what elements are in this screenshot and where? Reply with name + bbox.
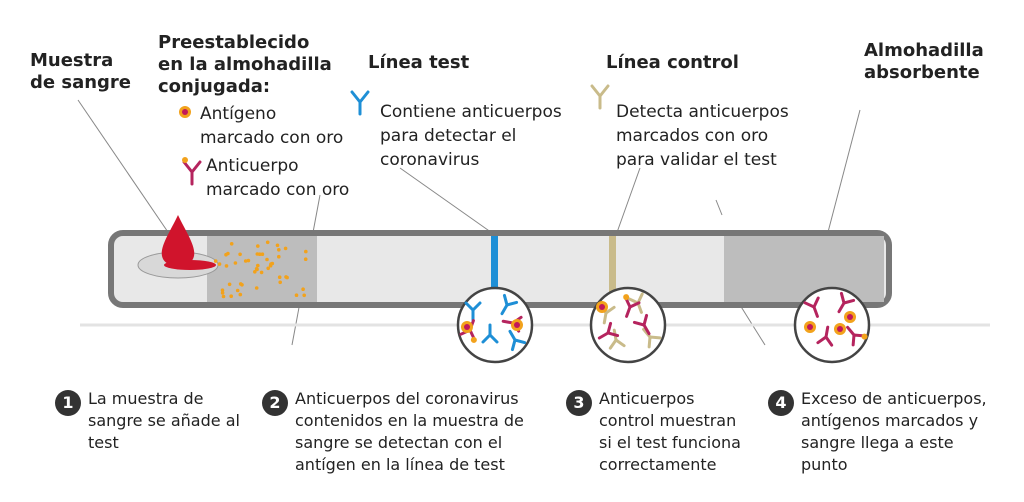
antibody-label: Anticuerpo marcado con oro	[206, 156, 350, 200]
antigen-dot	[265, 257, 269, 262]
antibody	[597, 321, 620, 340]
conjugate-pad-label: Preestablecido en la almohadilla conjuga…	[158, 32, 332, 97]
antigen-dot	[246, 258, 251, 263]
antigen-dot	[253, 270, 257, 274]
antigen-dot	[213, 259, 218, 263]
antigen-dot	[238, 292, 243, 297]
antigen-dot	[266, 266, 271, 271]
antigen-dot	[275, 243, 280, 248]
antigen-dot	[284, 275, 288, 279]
antigen-dot	[255, 244, 260, 248]
antigen-dot	[277, 254, 281, 259]
step-text: La muestra de sangre se añade al test	[88, 389, 240, 452]
control-antibody-icon	[590, 84, 610, 110]
antibody	[642, 327, 662, 349]
step-number: 2	[262, 390, 288, 416]
step-text: Anticuerpos control muestran si el test …	[599, 389, 741, 474]
antigen-dot	[224, 264, 229, 268]
antigen-dot	[255, 263, 260, 268]
magnified-view-2	[589, 286, 667, 364]
antigen-dot	[221, 294, 226, 299]
antibody	[837, 291, 856, 314]
test-line	[491, 236, 498, 302]
step-2: 2 Anticuerpos del coronavirus contenidos…	[262, 388, 524, 476]
antibody-icon	[182, 157, 202, 186]
antigen-dot	[278, 280, 283, 285]
antibody	[481, 323, 499, 344]
magnified-view-3	[793, 286, 871, 364]
antigen-dot	[233, 261, 238, 265]
antigen-dot	[265, 240, 270, 245]
antigen-icon	[179, 106, 191, 118]
antigen-dot	[301, 287, 305, 292]
test-line-label: Línea test	[368, 52, 470, 73]
absorbent-pad	[724, 236, 884, 302]
antigen-dot	[277, 248, 281, 252]
antigen-dot	[283, 246, 288, 251]
antigen-dot	[304, 249, 308, 254]
antibody	[846, 325, 868, 347]
antigen-dot	[294, 293, 299, 298]
antigen-dot	[220, 291, 225, 295]
antigen-dot	[303, 257, 308, 262]
antibody	[508, 329, 527, 352]
antibody	[500, 293, 519, 316]
antigen-dot	[302, 293, 307, 298]
antigen-dot	[229, 294, 233, 299]
step-number: 3	[566, 390, 592, 416]
antigen-dot	[238, 252, 242, 257]
antigen-dot	[257, 252, 262, 256]
antigen-dot	[238, 282, 243, 286]
antigen-dot	[254, 286, 259, 290]
blood-drop	[161, 215, 195, 267]
antigen-dots	[213, 240, 308, 299]
antigen-dot	[220, 288, 225, 293]
control-line-description: Detecta anticuerpos marcados con oro par…	[616, 102, 789, 170]
step-number: 1	[55, 390, 81, 416]
antigen-dot	[226, 251, 230, 256]
control-line	[609, 236, 616, 302]
antigen-dot	[227, 282, 232, 287]
test-antibody-icon	[350, 90, 370, 116]
antigen-dot	[277, 275, 282, 280]
antigen-dot	[243, 259, 248, 263]
antigen-label: Antígeno marcado con oro	[200, 104, 344, 148]
antigen-dot	[217, 262, 222, 266]
antibody	[803, 296, 820, 318]
step-text: Anticuerpos del coronavirus contenidos e…	[295, 389, 524, 474]
control-line-label: Línea control	[606, 52, 739, 73]
magnified-view-1	[456, 286, 534, 364]
antigen-dot	[254, 267, 259, 271]
antibody	[464, 301, 482, 322]
step-1: 1 La muestra de sangre se añade al test	[55, 388, 240, 454]
absorbent-pad-label: Almohadilla absorbente	[864, 40, 984, 83]
antigen-dot	[235, 288, 240, 293]
step-text: Exceso de anticuerpos, antígenos marcado…	[801, 389, 987, 474]
antibody	[816, 325, 834, 347]
antigen-dot	[259, 270, 264, 275]
antibody	[623, 294, 641, 318]
step-3: 3 Anticuerpos control muestran si el tes…	[566, 388, 741, 476]
antigen-dot	[229, 242, 234, 246]
conjugate-pad	[207, 236, 317, 302]
antibody	[632, 313, 651, 336]
step-number: 4	[768, 390, 794, 416]
antigen-dot	[268, 263, 273, 268]
sample-label: Muestra de sangre	[30, 50, 132, 93]
antigen-dot	[260, 252, 265, 256]
blood-puddle	[164, 260, 216, 270]
step-4: 4 Exceso de anticuerpos, antígenos marca…	[768, 388, 987, 476]
test-line-description: Contiene anticuerpos para detectar el co…	[380, 102, 562, 170]
magnified-views	[456, 286, 871, 364]
